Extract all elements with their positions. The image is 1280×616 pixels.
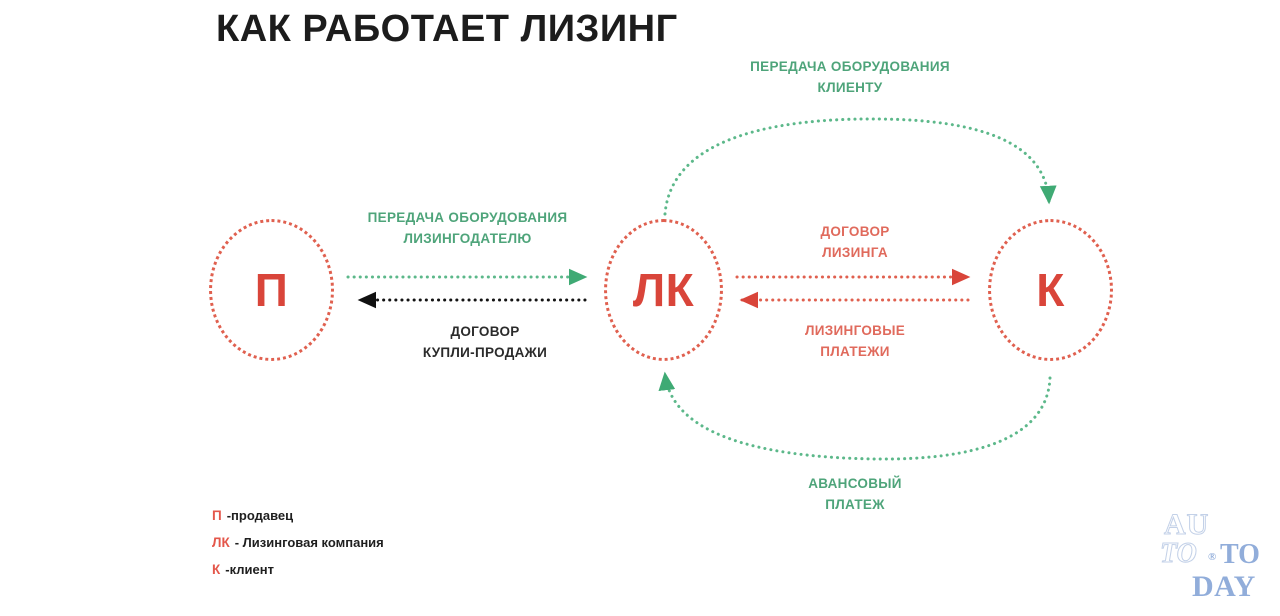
legend-item-client: К -клиент [212, 562, 612, 589]
node-seller-label: П [254, 264, 289, 316]
legend-key-leasing-company: ЛК [212, 535, 230, 550]
arc-equipment-to-client [663, 117, 1057, 216]
node-client[interactable]: К [988, 219, 1113, 361]
label-lease-agreement: ДОГОВОР ЛИЗИНГА [820, 224, 890, 260]
legend-item-seller: П -продавец [212, 508, 612, 535]
label-lease-payments: ЛИЗИНГОВЫЕ ПЛАТЕЖИ [804, 323, 906, 359]
legend-item-leasing-company: ЛК - Лизинговая компания [212, 535, 612, 562]
node-leasing-company-label: ЛК [632, 264, 695, 316]
legend-key-client: К [212, 562, 221, 577]
page-title: КАК РАБОТАЕТ ЛИЗИНГ [216, 8, 678, 50]
watermark-line-to-italic: TO [1160, 538, 1198, 569]
arc-advance-payment [658, 371, 1052, 461]
watermark-line-to: TO [1220, 539, 1260, 570]
legend-desc-client: -клиент [225, 562, 274, 577]
label-equipment-to-client: ПЕРЕДАЧА ОБОРУДОВАНИЯ КЛИЕНТУ [750, 59, 950, 95]
watermark-registered-icon: ® [1208, 551, 1217, 563]
node-client-label: К [1036, 264, 1065, 316]
label-advance-payment: АВАНСОВЫЙ ПЛАТЕЖ [808, 476, 902, 512]
label-purchase-agreement: ДОГОВОР КУПЛИ-ПРОДАЖИ [422, 324, 548, 360]
watermark-line-day: DAY [1192, 570, 1256, 603]
watermark-line-au: AU [1163, 508, 1210, 541]
label-equipment-to-lessor: ПЕРЕДАЧА ОБОРУДОВАНИЯ ЛИЗИНГОДАТЕЛЮ [367, 210, 568, 246]
legend-key-seller: П [212, 508, 222, 523]
watermark-logo: AU TO ® TO DAY [1156, 508, 1274, 608]
legend: П -продавец ЛК - Лизинговая компания К -… [212, 508, 612, 589]
node-leasing-company[interactable]: ЛК [604, 219, 723, 361]
legend-desc-seller: -продавец [226, 508, 294, 523]
legend-desc-leasing-company: - Лизинговая компания [234, 535, 384, 550]
node-seller[interactable]: П [209, 219, 334, 361]
